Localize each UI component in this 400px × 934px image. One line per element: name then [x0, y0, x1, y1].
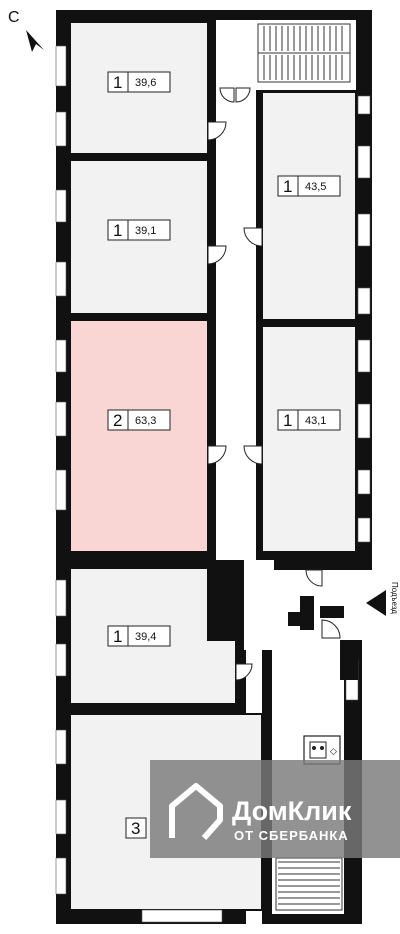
entrance-triangle-icon [366, 590, 386, 616]
apartment-area: 39,6 [135, 77, 156, 89]
elevator-symbol: ◇ [303, 735, 341, 765]
doors [207, 87, 341, 681]
room-count: 1 [283, 177, 292, 196]
svg-text:◇: ◇ [330, 746, 337, 756]
room-count: 1 [113, 627, 122, 646]
apartment-area: 43,5 [305, 181, 326, 193]
watermark-subtitle: ОТ СБЕРБАНКА [234, 828, 349, 843]
apartment-area: 39,4 [135, 631, 156, 643]
bottom-staircase [275, 857, 343, 911]
entrance-walls [288, 596, 358, 680]
north-arrow-icon: С [8, 9, 44, 52]
watermark: ДомКлик ОТ СБЕРБАНКА [150, 760, 400, 858]
compass-letter: С [8, 9, 20, 26]
room-count: 1 [113, 73, 122, 92]
room-count: 1 [283, 411, 292, 430]
label-box [277, 175, 341, 197]
room-count: 1 [113, 221, 122, 240]
apartment-area: 43,1 [305, 415, 326, 427]
apartment-label: 3 [125, 817, 147, 839]
domclick-logo-icon [169, 783, 223, 840]
label-box [125, 817, 147, 839]
apartment-area: 63,3 [135, 415, 156, 427]
entrance-label: Подъезд [390, 582, 399, 614]
apartment-e[interactable] [261, 325, 357, 553]
label-box [277, 409, 341, 431]
entrance-marker: Подъезд [366, 582, 399, 616]
apartment-d[interactable] [261, 91, 357, 321]
room-count: 3 [131, 819, 140, 838]
apartment-c[interactable] [69, 319, 209, 553]
label-box [107, 219, 171, 241]
apartment-area: 39,1 [135, 225, 156, 237]
label-box [107, 409, 171, 431]
room-count: 2 [113, 411, 122, 430]
label-box [107, 71, 171, 93]
watermark-brand: ДомКлик [232, 796, 352, 826]
top-staircase [257, 23, 351, 83]
label-box [107, 625, 171, 647]
